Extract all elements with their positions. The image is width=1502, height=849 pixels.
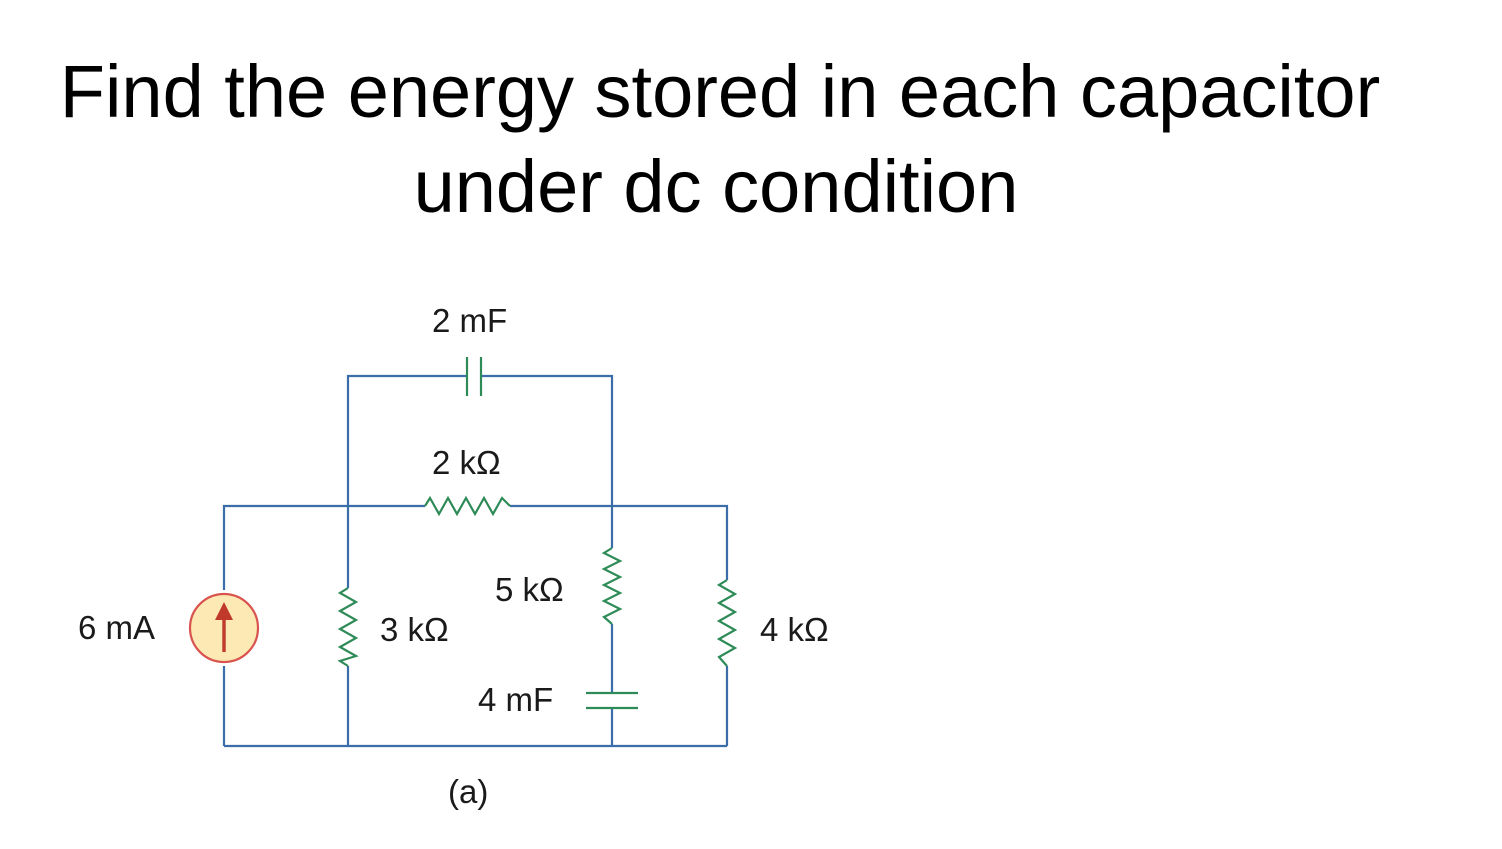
circuit-caption: (a) [448,773,488,810]
label-5k: 5 kΩ [495,571,564,608]
label-4mF: 4 mF [478,681,553,718]
resistor-2k [424,495,511,517]
capacitor-4mF [586,691,638,710]
resistor-5k [601,547,623,625]
label-2k: 2 kΩ [432,444,501,481]
problem-title-line-1: Find the energy stored in each capacitor [59,50,1381,133]
up-arrow-icon [215,602,233,620]
current-source-6mA [188,592,260,664]
label-6mA: 6 mA [78,609,155,646]
resistor-4k [716,579,738,667]
wire-middle-right [510,504,729,580]
label-4k: 4 kΩ [760,611,829,648]
wire-top-branch-right [481,374,614,506]
capacitor-2mF [465,357,483,396]
circuit-wires [222,374,729,748]
problem-title-line-2: under dc condition [413,145,1019,228]
resistor-3k [337,587,359,667]
label-2mF: 2 mF [432,302,507,339]
wire-top-branch-left [346,374,467,506]
wire-middle-left [222,504,425,590]
label-3k: 3 kΩ [380,611,449,648]
